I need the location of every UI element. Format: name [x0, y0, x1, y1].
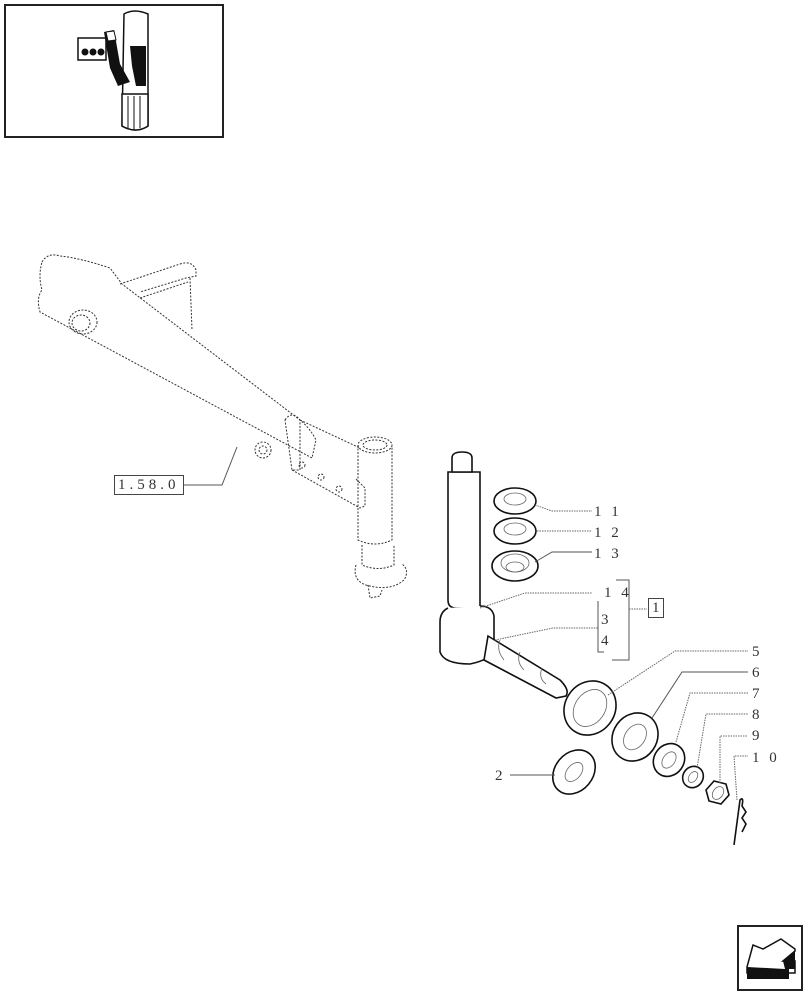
group-reference-1[interactable]: 1	[648, 598, 664, 618]
callout-7[interactable]: 7	[752, 686, 763, 702]
reference-link-1-58-0[interactable]: 1.58.0	[114, 475, 184, 495]
callout-10[interactable]: 1 0	[752, 750, 780, 766]
front-axle-beam	[37, 254, 408, 599]
callout-2[interactable]: 2	[495, 768, 506, 784]
nut-9	[705, 780, 730, 805]
washer-8	[681, 765, 705, 789]
bearing-7	[652, 742, 686, 778]
callout-4[interactable]: 4	[601, 633, 612, 649]
previous-page-arrow-icon	[746, 938, 796, 979]
callout-13[interactable]: 1 3	[594, 546, 622, 562]
cotter-pin-10	[733, 798, 747, 846]
callout-3[interactable]: 3	[601, 612, 612, 628]
washer-2	[551, 749, 597, 795]
callout-5[interactable]: 5	[752, 644, 763, 660]
leader-lines	[176, 446, 748, 801]
callout-9[interactable]: 9	[752, 728, 763, 744]
tractor-front-axle-locator-icon	[77, 10, 149, 131]
callout-6[interactable]: 6	[752, 665, 763, 681]
callout-14[interactable]: 1 4	[604, 585, 632, 601]
callout-8[interactable]: 8	[752, 707, 763, 723]
previous-page-button[interactable]	[737, 925, 803, 991]
seal-5	[563, 680, 617, 736]
washer-12	[493, 517, 537, 545]
washer-11	[493, 487, 537, 515]
callout-12[interactable]: 1 2	[594, 525, 622, 541]
callout-11[interactable]: 1 1	[594, 504, 622, 520]
seal-13	[491, 550, 539, 582]
steering-knuckle	[439, 451, 568, 699]
locator-thumbnail	[4, 4, 224, 138]
bearing-6	[611, 712, 659, 762]
